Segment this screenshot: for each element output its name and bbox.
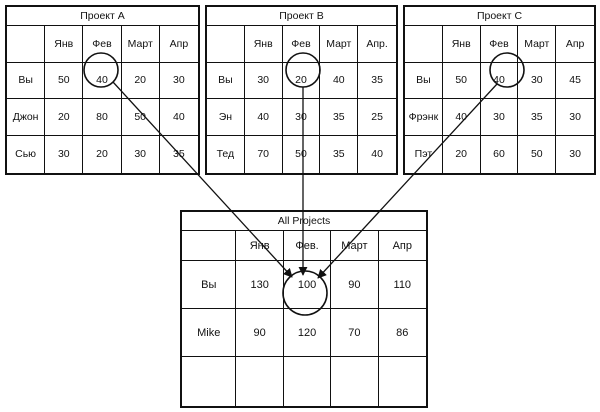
table-cell: 25 bbox=[358, 99, 396, 136]
header-cell: Апр bbox=[159, 26, 198, 63]
empty-cell bbox=[284, 357, 332, 406]
row-label: Фрэнк bbox=[405, 99, 443, 136]
table-cell: 30 bbox=[480, 99, 519, 136]
header-cell: Апр. bbox=[358, 26, 396, 63]
empty-cell bbox=[379, 357, 426, 405]
empty-cell bbox=[182, 357, 237, 406]
table-cell: 20 bbox=[45, 99, 84, 136]
row-label: Вы bbox=[207, 62, 245, 100]
table-cell: 90 bbox=[331, 261, 379, 310]
table-cell: 50 bbox=[121, 99, 160, 136]
table-cell: 70 bbox=[331, 309, 379, 358]
table-cell: 50 bbox=[442, 62, 481, 100]
table-cell: 40 bbox=[371, 148, 383, 161]
all-projects-title: All Projects bbox=[182, 212, 426, 231]
header-cell: Янв bbox=[244, 26, 283, 63]
table-cell: 35 bbox=[320, 99, 359, 136]
row-label: Тед bbox=[207, 135, 245, 173]
table-cell: 45 bbox=[556, 63, 594, 100]
empty-cell bbox=[331, 357, 379, 406]
table-cell: 110 bbox=[378, 261, 426, 310]
header-cell bbox=[7, 26, 46, 63]
table-cell: 120 bbox=[283, 309, 332, 358]
header-cell: Март bbox=[518, 26, 557, 63]
table-cell: 30 bbox=[159, 63, 198, 100]
table-cell: 50 bbox=[518, 135, 557, 173]
header-cell: Янв bbox=[45, 26, 84, 63]
table-cell: 35 bbox=[518, 99, 557, 136]
table-cell: 20 bbox=[121, 62, 160, 100]
table-cell: 35 bbox=[173, 148, 185, 161]
header-cell: Март bbox=[331, 231, 379, 261]
table-cell: 30 bbox=[244, 62, 283, 100]
table-cell: 20 bbox=[282, 62, 321, 100]
table-cell: 130 bbox=[236, 261, 284, 310]
header-cell: Янв bbox=[236, 231, 284, 261]
table-cell: 30 bbox=[556, 99, 594, 136]
header-cell: Фев. bbox=[283, 231, 332, 261]
table-cell: 50 bbox=[45, 62, 84, 100]
all-projects-table: All Projects Янв Фев. Март Апр Вы 130 10… bbox=[180, 210, 428, 408]
table-cell: 40 bbox=[83, 62, 122, 100]
row-label: Пэт bbox=[405, 135, 443, 173]
table-cell: 30 bbox=[122, 135, 160, 173]
empty-cell bbox=[236, 357, 284, 406]
row-label: Вы bbox=[7, 62, 46, 100]
header-cell bbox=[207, 26, 245, 63]
table-cell: 40 bbox=[442, 99, 481, 136]
project-c-table: Проект С Янв Фев Март Апр Вы 50 40 30 45… bbox=[403, 5, 596, 175]
row-label: Сью bbox=[7, 135, 46, 173]
table-cell: 30 bbox=[569, 148, 581, 161]
table-cell: 35 bbox=[358, 63, 396, 100]
project-a-title: Проект А bbox=[7, 7, 198, 26]
table-cell: 30 bbox=[282, 99, 321, 136]
table-cell: 40 bbox=[244, 99, 283, 136]
table-cell: 50 bbox=[283, 135, 321, 173]
project-a-table: Проект А Янв Фев Март Апр Вы 50 40 20 30… bbox=[5, 5, 200, 175]
table-cell: 86 bbox=[378, 309, 426, 358]
header-cell: Фев bbox=[480, 26, 519, 63]
header-cell: Фев bbox=[282, 26, 321, 63]
header-cell: Апр bbox=[378, 231, 426, 261]
table-cell: 30 bbox=[45, 135, 84, 173]
table-cell: 40 bbox=[320, 62, 359, 100]
header-cell: Март bbox=[121, 26, 160, 63]
table-cell: 30 bbox=[518, 62, 557, 100]
row-label: Джон bbox=[7, 99, 46, 136]
table-cell: 80 bbox=[83, 99, 122, 136]
table-cell: 40 bbox=[480, 62, 519, 100]
table-cell: 70 bbox=[245, 135, 283, 173]
header-cell bbox=[182, 231, 237, 261]
project-b-table: Проект В Янв Фев Март Апр. Вы 30 20 40 3… bbox=[205, 5, 398, 175]
header-cell: Март bbox=[320, 26, 359, 63]
table-cell: 90 bbox=[236, 309, 284, 358]
header-cell: Фев bbox=[83, 26, 122, 63]
header-cell bbox=[405, 26, 443, 63]
table-cell: 40 bbox=[159, 99, 198, 136]
header-cell: Апр bbox=[556, 26, 594, 63]
header-cell: Янв bbox=[442, 26, 481, 63]
table-cell: 20 bbox=[83, 135, 122, 173]
row-label: Эн bbox=[207, 99, 245, 136]
project-c-title: Проект С bbox=[405, 7, 594, 26]
table-cell: 100 bbox=[283, 261, 332, 310]
row-label: Вы bbox=[405, 62, 443, 100]
table-cell: 20 bbox=[443, 135, 481, 173]
table-cell: 60 bbox=[481, 135, 519, 173]
table-cell: 35 bbox=[320, 135, 359, 173]
row-label: Mike bbox=[182, 309, 237, 358]
row-label: Вы bbox=[182, 261, 237, 310]
project-b-title: Проект В bbox=[207, 7, 396, 26]
